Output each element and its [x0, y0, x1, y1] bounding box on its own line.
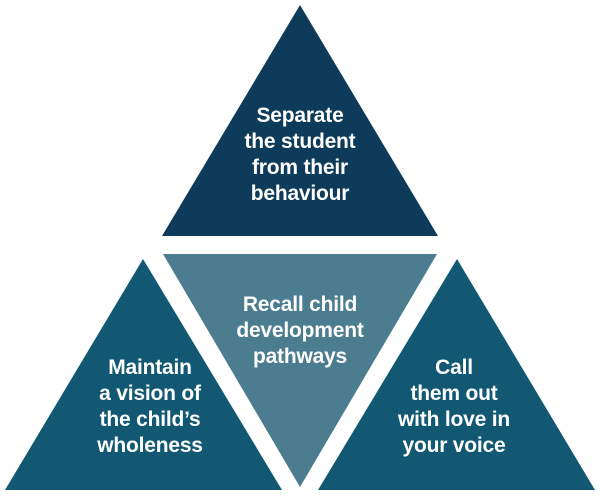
left-label-line-2: a vision of: [99, 382, 201, 405]
center-triangle: [163, 254, 437, 487]
left-label-line-3: the child’s: [99, 408, 201, 431]
left-triangle: [5, 259, 282, 490]
top-label-line-2: the student: [244, 130, 356, 153]
left-label-line-1: Maintain: [108, 356, 192, 379]
left-triangle-label: Maintain a vision of the child’s wholene…: [50, 355, 250, 459]
right-label-line-1: Call: [435, 356, 473, 379]
center-label-line-3: pathways: [252, 345, 348, 368]
top-label-line-4: behaviour: [250, 182, 350, 205]
top-triangle-label: Separate the student from their behaviou…: [200, 103, 400, 207]
top-triangle: [162, 5, 438, 236]
left-label-line-4: wholeness: [97, 434, 203, 457]
right-triangle-label: Call them out with love in your voice: [354, 355, 554, 459]
right-label-line-2: them out: [410, 382, 498, 405]
center-triangle-label: Recall child development pathways: [200, 292, 400, 370]
center-label-line-2: development: [236, 319, 364, 342]
top-label-line-3: from their: [251, 156, 348, 179]
center-label-line-1: Recall child: [242, 293, 358, 316]
top-label-line-1: Separate: [256, 104, 344, 127]
right-label-line-4: your voice: [402, 434, 506, 457]
right-label-line-3: with love in: [398, 408, 510, 431]
right-triangle: [318, 259, 595, 490]
